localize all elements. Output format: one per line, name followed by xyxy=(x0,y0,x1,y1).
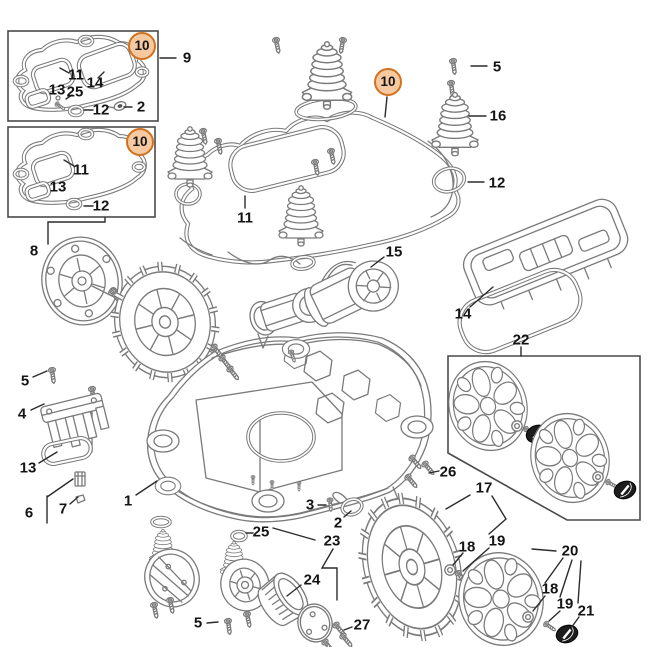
callout-21: 21 xyxy=(577,602,595,620)
callout-25: 25 xyxy=(252,523,270,541)
callout-7: 7 xyxy=(58,500,68,518)
wheel-cover-c xyxy=(447,541,555,647)
callout-16: 16 xyxy=(489,107,507,125)
rubber-damper xyxy=(167,36,479,247)
front-wheel-assembly-a xyxy=(144,528,200,620)
callout-22: 22 xyxy=(512,331,530,349)
callout-10-highlighted: 10 xyxy=(374,68,402,96)
drive-motor xyxy=(303,260,399,327)
callout-5: 5 xyxy=(20,372,30,390)
group-boxes xyxy=(7,30,641,521)
callout-1: 1 xyxy=(123,492,133,510)
callout-18: 18 xyxy=(541,580,559,598)
wheel-cover-a xyxy=(437,351,539,461)
callout-27: 27 xyxy=(353,616,371,634)
support-bracket-group xyxy=(40,366,110,504)
callout-10-highlighted: 10 xyxy=(126,128,154,156)
callout-10-highlighted: 10 xyxy=(128,32,156,60)
cover-cap xyxy=(552,621,582,647)
small-clip xyxy=(75,494,86,504)
control-panel xyxy=(462,198,629,310)
wheel-washer xyxy=(444,564,456,576)
callout-12: 12 xyxy=(488,174,506,192)
wheel-cover-b xyxy=(519,403,621,513)
assembly-screw xyxy=(223,617,234,636)
gasket-kit-b-box xyxy=(7,126,156,218)
callout-5: 5 xyxy=(492,58,502,76)
callout-19: 19 xyxy=(556,595,574,613)
callout-4: 4 xyxy=(17,405,27,423)
callout-6: 6 xyxy=(24,504,34,522)
callout-17: 17 xyxy=(475,479,493,497)
callout-3: 3 xyxy=(305,496,315,514)
panel-gasket xyxy=(457,267,583,355)
cover-washer xyxy=(511,420,523,432)
gasket-kit-b-contents xyxy=(12,127,145,211)
clip-part xyxy=(74,471,86,487)
callout-8: 8 xyxy=(29,242,39,260)
wheel-disc xyxy=(297,603,333,643)
chassis xyxy=(146,332,434,523)
callout-2: 2 xyxy=(333,514,343,532)
callout-13: 13 xyxy=(48,81,66,99)
callout-13: 13 xyxy=(49,178,67,196)
gasket-kit-a-box xyxy=(7,30,159,122)
callout-13: 13 xyxy=(19,459,37,477)
grommet-part xyxy=(106,101,127,111)
callout-11: 11 xyxy=(68,66,84,84)
callout-14: 14 xyxy=(86,74,104,92)
callout-12: 12 xyxy=(92,101,110,119)
large-body-gasket xyxy=(182,113,459,263)
cover-screw xyxy=(542,619,558,634)
grommet-assembly xyxy=(326,491,364,517)
callout-14: 14 xyxy=(454,305,472,323)
callout-12: 12 xyxy=(92,197,110,215)
callout-24: 24 xyxy=(303,571,321,589)
callout-15: 15 xyxy=(385,243,403,261)
callout-2: 2 xyxy=(136,98,146,116)
callout-26: 26 xyxy=(439,463,457,481)
wheel-cover-kit-box xyxy=(447,355,641,521)
front-wheel-assembly-b xyxy=(219,540,270,629)
callout-9: 9 xyxy=(182,49,192,67)
seal-loop xyxy=(41,435,93,467)
callout-23: 23 xyxy=(323,532,341,550)
callout-leader-lines xyxy=(30,57,582,631)
cover-cap xyxy=(610,477,640,503)
callout-11: 11 xyxy=(73,161,89,179)
callout-5: 5 xyxy=(193,614,203,632)
wheel-hub-cover xyxy=(41,236,123,326)
tread-roller xyxy=(257,572,309,627)
cover-washer xyxy=(592,471,604,483)
callout-18: 18 xyxy=(458,538,476,556)
callout-25: 25 xyxy=(66,83,84,101)
callout-19: 19 xyxy=(488,532,506,550)
callout-20: 20 xyxy=(561,542,579,560)
callout-11: 11 xyxy=(237,209,253,227)
motor-cable xyxy=(179,140,454,265)
cover-washer xyxy=(522,611,534,623)
